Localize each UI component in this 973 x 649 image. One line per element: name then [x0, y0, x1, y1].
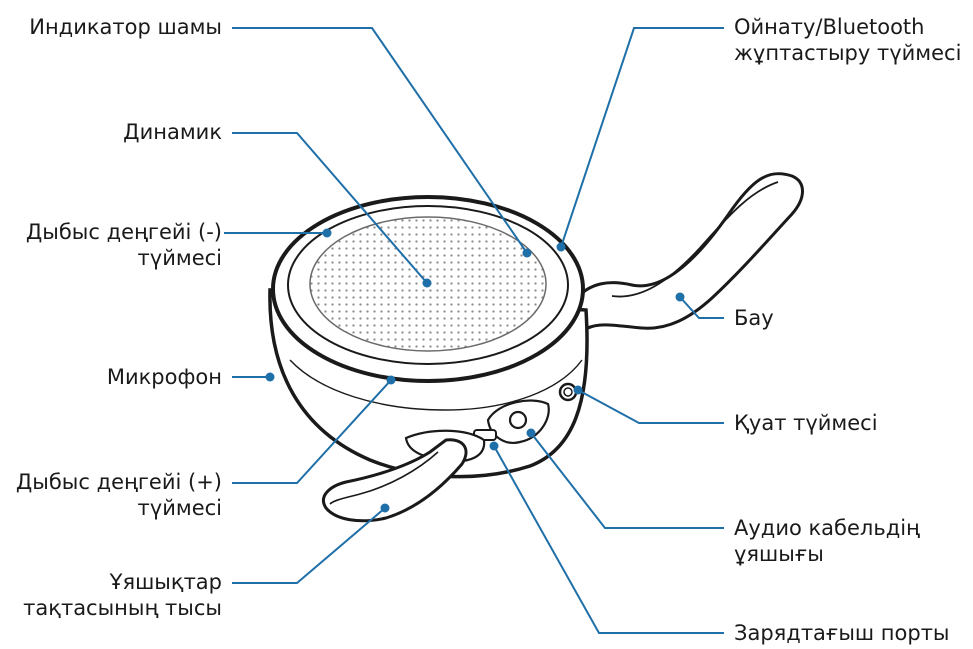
leader-socket-cover: [232, 507, 386, 584]
label-speaker: Динамик: [123, 120, 222, 144]
strap-illustration: [573, 172, 804, 330]
dot-volume-up: [386, 375, 396, 385]
leader-lines: [224, 27, 724, 634]
leader-pairing: [560, 27, 724, 248]
label-socket-cover: Ұяшықтар тақтасының тысы: [23, 570, 222, 620]
leader-strap: [679, 296, 724, 319]
label-microphone: Микрофон: [106, 365, 222, 389]
dot-strap: [675, 292, 685, 302]
dot-socket-cover: [380, 503, 390, 513]
leader-speaker: [232, 132, 428, 284]
label-volume-down: Дыбыс деңгейі (-) түймесі: [25, 220, 222, 270]
label-volume-up: Дыбыс деңгейі (+) түймесі: [15, 470, 222, 520]
leader-dots: [265, 228, 685, 513]
dot-charger-port: [489, 441, 499, 451]
label-power: Қуат түймесі: [734, 411, 878, 435]
speaker-body: [268, 195, 589, 479]
dot-speaker: [422, 278, 432, 288]
leader-audio-jack: [530, 432, 724, 529]
dot-volume-down: [322, 228, 332, 238]
dot-indicator: [522, 248, 532, 258]
label-audio-jack: Аудио кабельдің ұяшығы: [734, 516, 920, 566]
dot-power: [573, 385, 583, 395]
leader-volume-up: [232, 379, 392, 484]
label-pairing: Ойнату/Bluetooth жұптастыру түймесі: [734, 15, 962, 65]
socket-cover-illustration: [322, 438, 468, 523]
dot-audio-jack: [526, 428, 536, 438]
leader-power: [577, 389, 724, 424]
dot-microphone: [265, 372, 275, 382]
label-charger-port: Зарядтағыш порты: [734, 621, 950, 645]
label-strap: Бау: [734, 306, 774, 330]
dot-pairing: [556, 242, 566, 252]
leader-charger-port: [493, 445, 724, 634]
label-indicator: Индикатор шамы: [29, 15, 222, 39]
leader-indicator: [232, 27, 528, 254]
